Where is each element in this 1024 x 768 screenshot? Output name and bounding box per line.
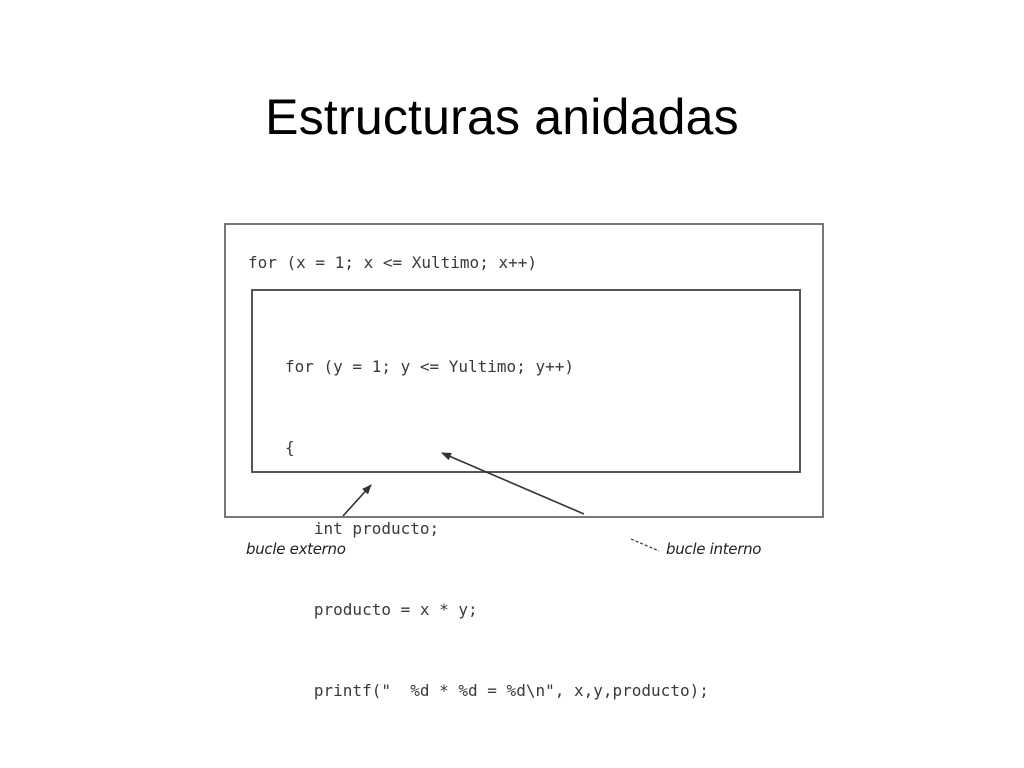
- code-figure: for (x = 1; x <= Xultimo; x++) for (y = …: [224, 223, 824, 700]
- code-line: producto = x * y;: [285, 600, 478, 619]
- outer-loop-code: for (x = 1; x <= Xultimo; x++): [248, 253, 537, 272]
- code-line: {: [285, 438, 295, 457]
- code-line: printf(" %d * %d = %d\n", x,y,producto);: [285, 681, 709, 700]
- code-line: for (y = 1; y <= Yultimo; y++): [285, 357, 574, 376]
- label-bucle-interno: bucle interno: [666, 540, 762, 558]
- code-line: int producto;: [285, 519, 440, 538]
- inner-loop-code: for (y = 1; y <= Yultimo; y++) { int pro…: [285, 299, 709, 758]
- inner-loop-box: for (y = 1; y <= Yultimo; y++) { int pro…: [251, 289, 801, 700]
- label-bucle-externo: bucle externo: [246, 540, 346, 558]
- slide-title: Estructuras anidadas: [265, 89, 739, 145]
